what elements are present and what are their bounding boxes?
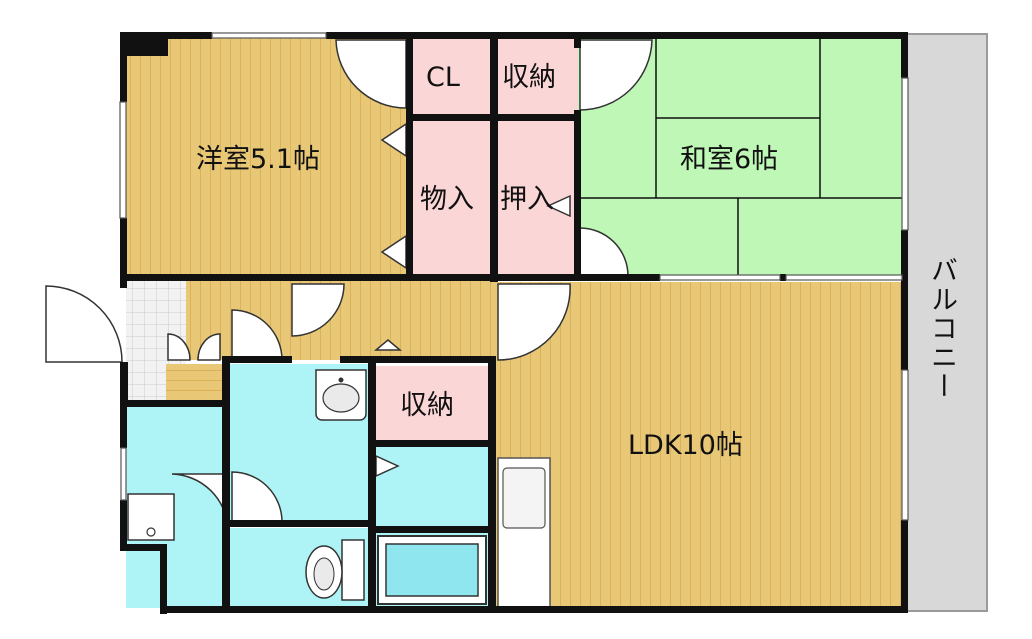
walls [120, 32, 908, 614]
closet-label: CL [426, 62, 460, 93]
japanese-room-label: 和室6帖 [680, 144, 779, 175]
ldk-floor [496, 282, 902, 608]
storage-top-floor [494, 38, 578, 118]
closet-floor [410, 38, 494, 118]
bathtub-icon [377, 535, 487, 605]
balcony-label: バルコニー [926, 256, 957, 401]
entry-step [166, 364, 224, 400]
balcony-area [904, 33, 988, 612]
oshiire-label: 押入 [500, 184, 554, 215]
washbasin-icon [315, 369, 367, 421]
corridor-floor [372, 446, 492, 530]
storeroom-label: 物入 [420, 184, 474, 215]
kitchen-counter [497, 457, 551, 609]
ldk-label: LDK10帖 [628, 430, 743, 461]
tatami-grid [578, 38, 902, 278]
folding-door-marks [373, 122, 571, 478]
windows [119, 32, 909, 521]
toilet-icon [305, 539, 365, 601]
storeroom-floor [410, 118, 494, 278]
western-room-label: 洋室5.1帖 [196, 144, 320, 175]
washer-pan-icon [127, 493, 175, 541]
storage-mid-floor [372, 366, 492, 442]
storage-mid-label: 収納 [400, 390, 454, 421]
storage-top-label: 収納 [502, 62, 556, 93]
